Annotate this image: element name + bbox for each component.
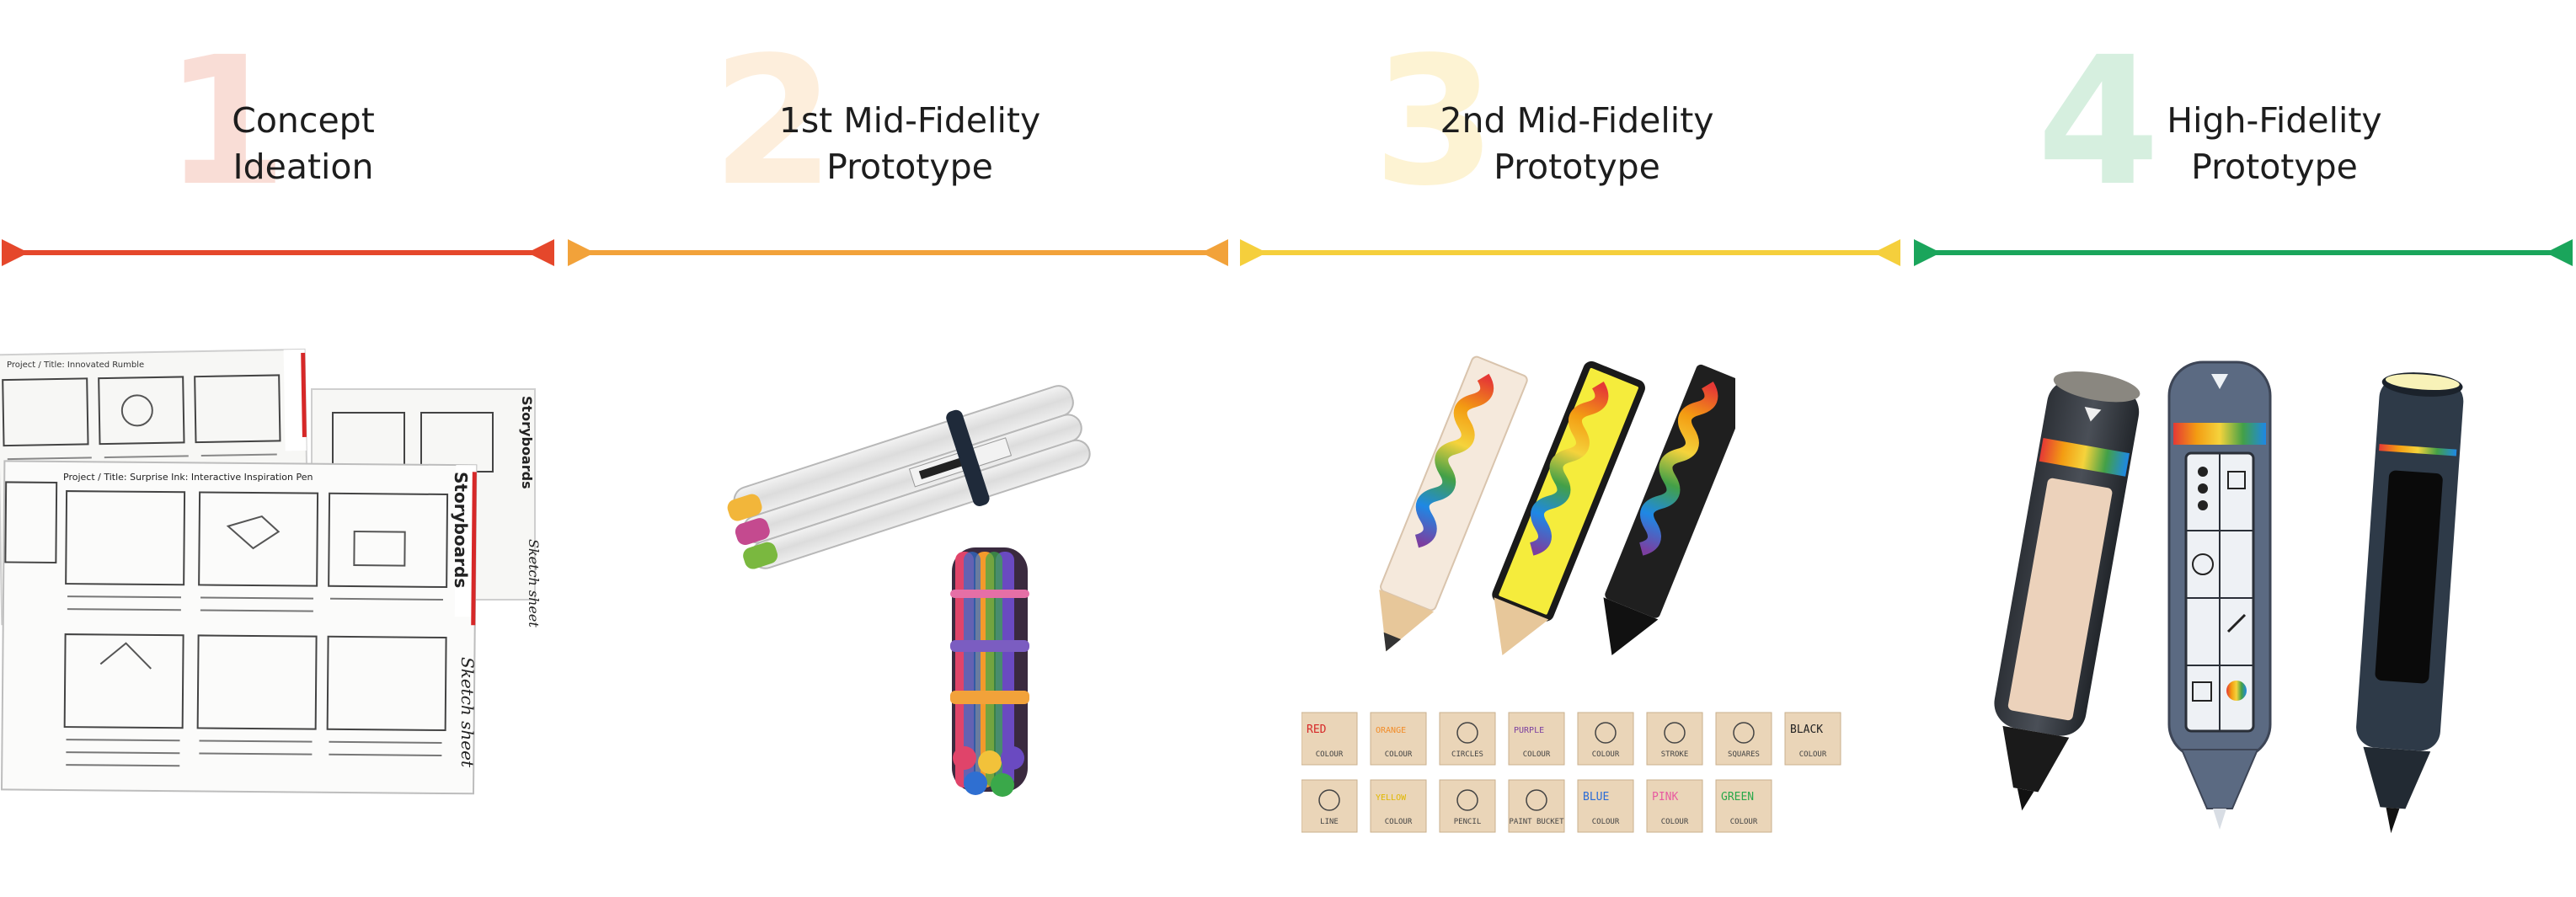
phase-4: 4 High-Fidelity Prototype bbox=[1912, 0, 2576, 897]
phase-title: 2nd Mid-Fidelity Prototype bbox=[1440, 100, 1714, 187]
card-symbol-icon bbox=[1318, 789, 1340, 811]
command-card: PURPLE COLOUR bbox=[1508, 712, 1565, 766]
rainbow-pencils bbox=[1348, 337, 1735, 665]
command-card: PAINT BUCKET bbox=[1508, 779, 1565, 833]
timeline-arrow-2 bbox=[566, 236, 1230, 270]
card-word: ORANGE bbox=[1376, 726, 1406, 735]
card-symbol-icon bbox=[1456, 789, 1478, 811]
card-label: LINE bbox=[1320, 818, 1339, 826]
command-card: CIRCLES bbox=[1439, 712, 1496, 766]
storyboards-label-2: Storyboards bbox=[519, 396, 535, 489]
command-card: PINK COLOUR bbox=[1646, 779, 1703, 833]
phase-number: 2 bbox=[712, 19, 836, 225]
command-card: STROKE bbox=[1646, 712, 1703, 766]
phase-title: Concept Ideation bbox=[232, 100, 375, 187]
sketch-sheet-label-1: Sketch sheet bbox=[457, 657, 478, 768]
card-word: RED bbox=[1307, 723, 1327, 736]
card-word: BLUE bbox=[1583, 791, 1609, 804]
card-label: SQUARES bbox=[1728, 750, 1760, 759]
phase-1: 1 Concept Ideation bbox=[0, 0, 573, 897]
concept-sketches: Project / Title: Innovated Rumble Storyb… bbox=[0, 345, 548, 800]
marker-bundles bbox=[708, 337, 1112, 825]
phase-number: 3 bbox=[1373, 19, 1497, 225]
card-label: CIRCLES bbox=[1451, 750, 1483, 759]
phase-title: 1st Mid-Fidelity Prototype bbox=[778, 100, 1041, 187]
sketch-sheet-label-2: Sketch sheet bbox=[526, 539, 542, 627]
command-card: RED COLOUR bbox=[1301, 712, 1358, 766]
card-label: STROKE bbox=[1661, 750, 1689, 759]
card-label: COLOUR bbox=[1592, 818, 1620, 826]
card-symbol-icon bbox=[1595, 722, 1617, 744]
command-card: SQUARES bbox=[1715, 712, 1772, 766]
command-card: YELLOW COLOUR bbox=[1370, 779, 1427, 833]
card-symbol-icon bbox=[1733, 722, 1755, 744]
card-label: COLOUR bbox=[1592, 750, 1620, 759]
card-word: BLACK bbox=[1790, 723, 1823, 736]
storyboards-label-1: Storyboards bbox=[451, 472, 471, 588]
card-label: COLOUR bbox=[1316, 750, 1344, 759]
card-label: PAINT BUCKET bbox=[1509, 818, 1564, 826]
phase-2: 2 1st Mid-Fidelity Prototype bbox=[573, 0, 1230, 897]
command-card: PENCIL bbox=[1439, 779, 1496, 833]
phase-number: 4 bbox=[2037, 19, 2161, 225]
command-card: BLACK COLOUR bbox=[1784, 712, 1841, 766]
hifi-pens bbox=[1971, 354, 2493, 842]
card-label: COLOUR bbox=[1799, 750, 1827, 759]
card-symbol-icon bbox=[1456, 722, 1478, 744]
command-cards: RED COLOUR ORANGE COLOUR CIRCLES PURPLE COLOUR… bbox=[1301, 706, 1849, 841]
card-word: GREEN bbox=[1721, 791, 1754, 804]
phase-3: 3 2nd Mid-Fidelity Prototype bbox=[1238, 0, 1912, 897]
card-label: PENCIL bbox=[1454, 818, 1482, 826]
sketch-title-2: Project / Title: Surprise Ink: Interacti… bbox=[63, 472, 313, 483]
phase-number: 1 bbox=[164, 19, 288, 225]
card-word: PINK bbox=[1652, 791, 1678, 804]
timeline-arrow-1 bbox=[0, 236, 556, 270]
command-card: GREEN COLOUR bbox=[1715, 779, 1772, 833]
sketch-title-1: Project / Title: Innovated Rumble bbox=[7, 360, 144, 370]
command-card: LINE bbox=[1301, 779, 1358, 833]
command-card: COLOUR bbox=[1577, 712, 1634, 766]
card-word: YELLOW bbox=[1376, 793, 1407, 803]
card-symbol-icon bbox=[1526, 789, 1547, 811]
card-label: COLOUR bbox=[1730, 818, 1758, 826]
timeline-arrow-4 bbox=[1912, 236, 2574, 270]
command-card: BLUE COLOUR bbox=[1577, 779, 1634, 833]
phase-title: High-Fidelity Prototype bbox=[2167, 100, 2382, 187]
card-label: COLOUR bbox=[1523, 750, 1551, 759]
card-label: COLOUR bbox=[1661, 818, 1689, 826]
timeline-arrow-3 bbox=[1238, 236, 1902, 270]
card-label: COLOUR bbox=[1385, 750, 1413, 759]
card-word: PURPLE bbox=[1514, 726, 1544, 735]
command-card: ORANGE COLOUR bbox=[1370, 712, 1427, 766]
card-label: COLOUR bbox=[1385, 818, 1413, 826]
card-symbol-icon bbox=[1664, 722, 1686, 744]
